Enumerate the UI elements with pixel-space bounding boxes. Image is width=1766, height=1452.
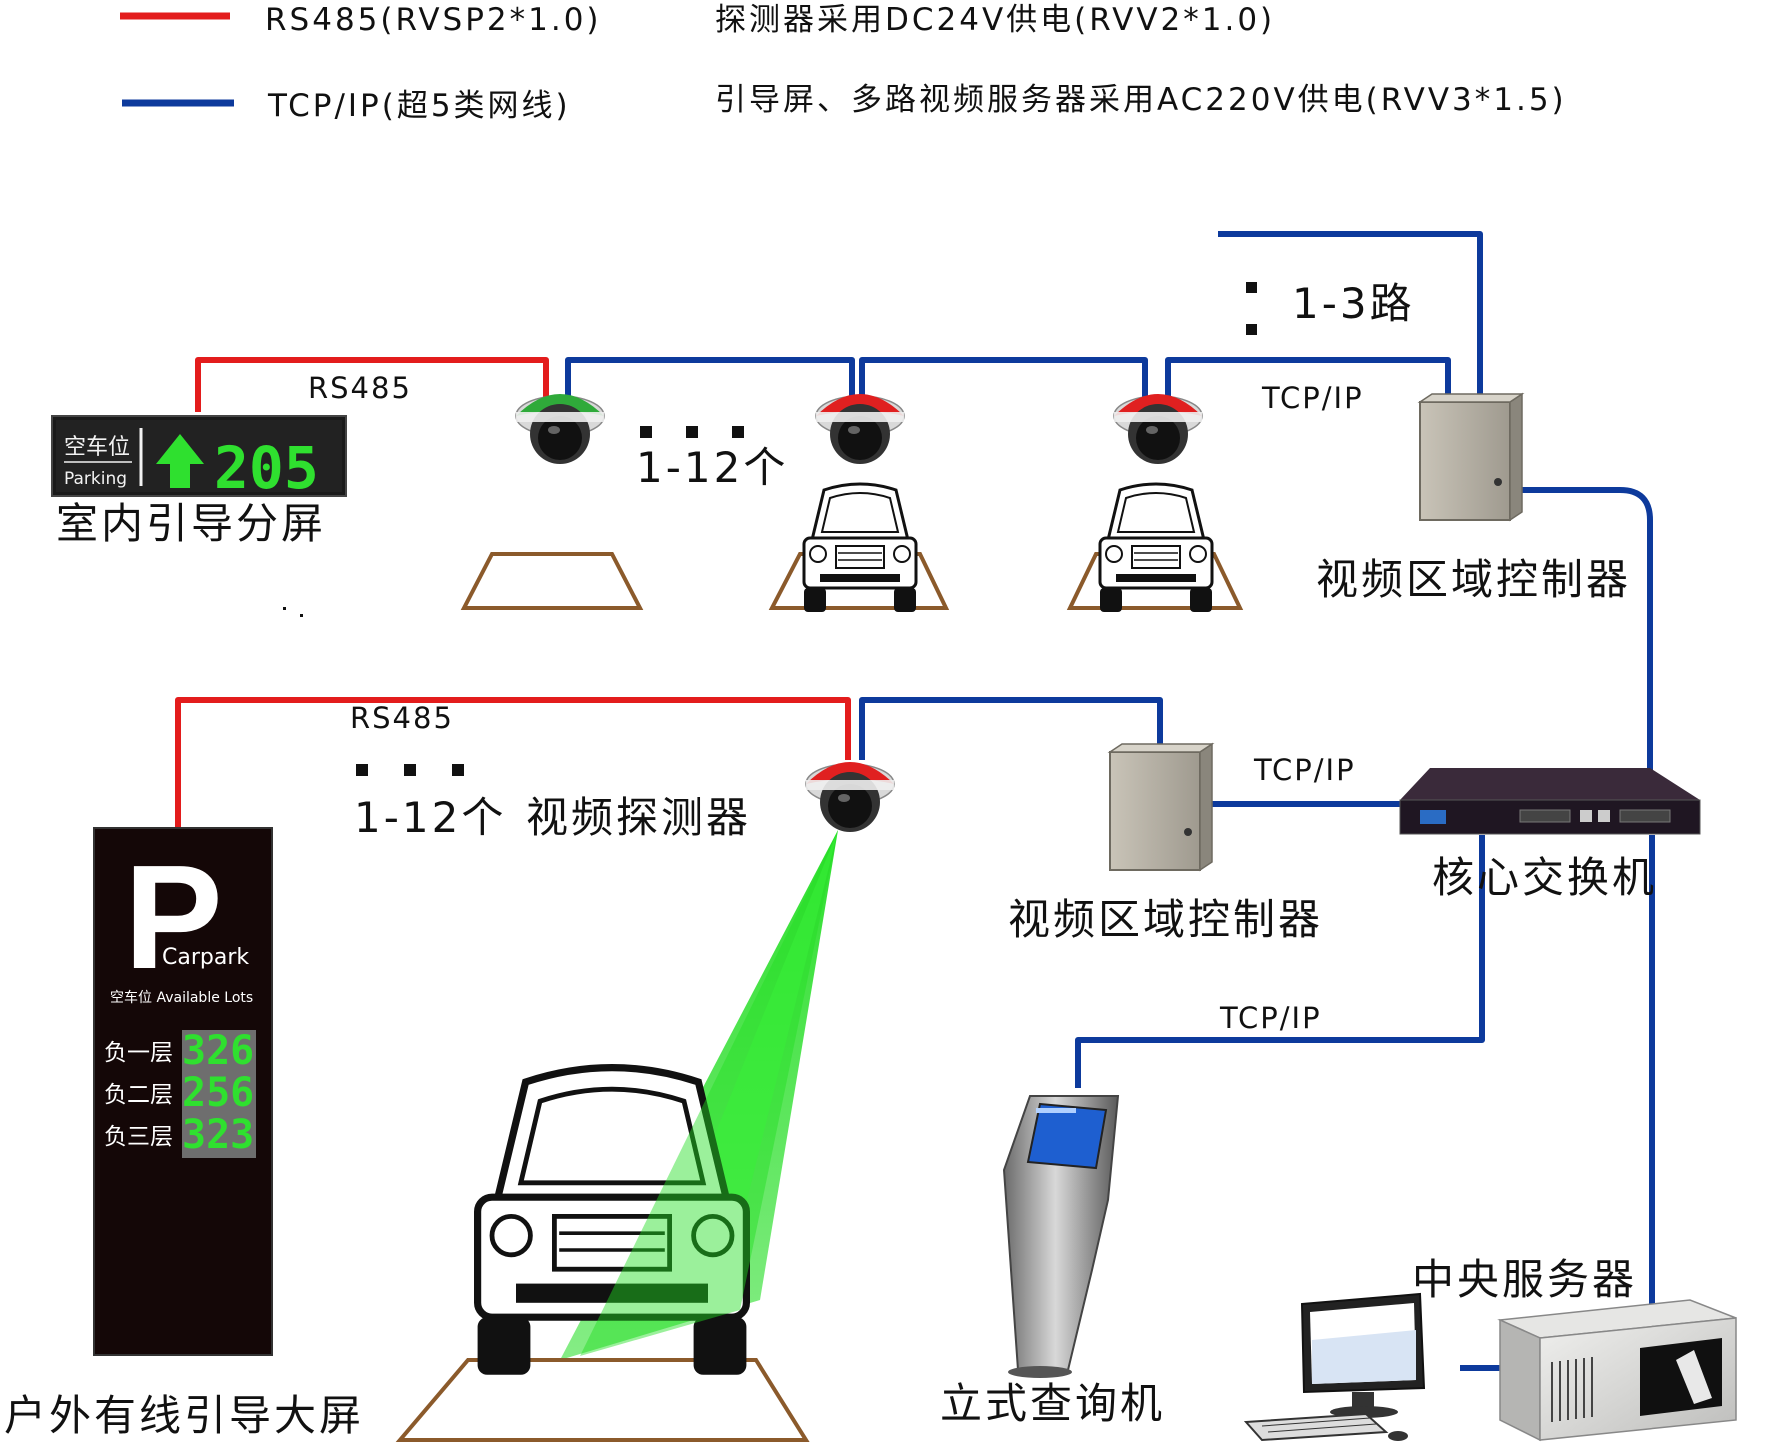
indoor-screen-label: 室内引导分屏 xyxy=(56,499,326,548)
central-server-label: 中央服务器 xyxy=(1412,1255,1637,1304)
ellipsis-top xyxy=(640,426,744,438)
legend-rs485-note: 探测器采用DC24V供电(RVV2*1.0) xyxy=(715,2,1275,38)
rs485-wire-bottom xyxy=(175,697,851,828)
indoor-guide-sign: 空车位 Parking 205 xyxy=(51,415,347,502)
detector-count-top: 1-12个 xyxy=(636,443,788,492)
outdoor-screen-label: 户外有线引导大屏 xyxy=(4,1391,364,1440)
ellipsis-routes xyxy=(1246,282,1257,335)
tcpip-wire-ctrl-top-switch xyxy=(1520,487,1653,775)
arrow-up-icon xyxy=(156,434,204,488)
tcpip-label-bottom: TCP/IP xyxy=(1219,1001,1322,1035)
video-area-controller-bottom xyxy=(1109,743,1213,871)
tcpip-wire-routes xyxy=(1218,231,1483,398)
car-icon-3 xyxy=(1098,482,1214,614)
indoor-sign-text-en: Parking xyxy=(64,469,127,489)
detection-beam-overlay xyxy=(580,830,838,1356)
controller-top-label: 视频区域控制器 xyxy=(1316,555,1631,604)
kiosk-label: 立式查询机 xyxy=(940,1379,1165,1428)
video-area-controller-top xyxy=(1419,393,1523,521)
video-detector-label: 视频探测器 xyxy=(526,793,751,842)
level-row-3: 负三层 323 xyxy=(104,1112,254,1158)
outdoor-sign-subtitle: 空车位 Available Lots xyxy=(110,989,253,1006)
indoor-sign-text-cn: 空车位 xyxy=(64,435,130,460)
parking-bay-large xyxy=(395,1358,810,1442)
rs485-label-top: RS485 xyxy=(308,371,412,405)
ellipsis-bottom xyxy=(356,764,464,776)
tcpip-wire-top-2 xyxy=(859,357,1148,398)
level-name-2: 负二层 xyxy=(104,1082,173,1108)
tcpip-label-top: TCP/IP xyxy=(1261,381,1364,415)
stray-dots xyxy=(283,607,303,617)
indoor-sign-count: 205 xyxy=(214,434,319,502)
tcpip-label-mid: TCP/IP xyxy=(1253,753,1356,787)
legend-tcpip-note: 引导屏、多路视频服务器采用AC220V供电(RVV3*1.5) xyxy=(715,82,1567,118)
video-detector-3 xyxy=(1113,393,1203,465)
video-detector-1 xyxy=(515,393,605,465)
outdoor-guide-sign: P Carpark 空车位 Available Lots 负一层 326 负二层… xyxy=(93,827,273,1356)
tcpip-wire-top-3 xyxy=(1165,357,1451,398)
level-name-1: 负一层 xyxy=(104,1040,173,1066)
rs485-label-bottom: RS485 xyxy=(350,701,454,735)
controller-bottom-label: 视频区域控制器 xyxy=(1008,895,1323,944)
workstation-pc xyxy=(1243,1292,1426,1442)
level-count-2: 256 xyxy=(182,1070,254,1116)
query-kiosk xyxy=(1002,1095,1120,1378)
car-icon-2 xyxy=(802,482,918,614)
video-detector-4 xyxy=(805,761,895,833)
level-count-3: 323 xyxy=(182,1112,254,1158)
level-row-1: 负一层 326 xyxy=(104,1028,254,1074)
outdoor-sign-letter: P xyxy=(124,835,223,1000)
tcpip-wire-bottom xyxy=(859,697,1163,760)
level-row-2: 负二层 256 xyxy=(104,1070,254,1116)
outdoor-sign-name: Carpark xyxy=(162,945,249,970)
legend-rs485-label: RS485(RVSP2*1.0) xyxy=(265,2,602,38)
central-server xyxy=(1497,1299,1737,1442)
tcpip-wire-top-1 xyxy=(565,357,855,398)
level-count-1: 326 xyxy=(182,1028,254,1074)
tcpip-wire-switch-kiosk xyxy=(1075,835,1485,1088)
legend-tcpip-label: TCP/IP(超5类网线) xyxy=(267,88,571,124)
routes-label: 1-3路 xyxy=(1292,279,1415,328)
core-switch xyxy=(1399,768,1701,835)
video-detector-2 xyxy=(815,393,905,465)
detector-count-bottom: 1-12个 xyxy=(354,793,506,842)
level-name-3: 负三层 xyxy=(104,1124,173,1150)
parking-bay-empty xyxy=(460,552,644,610)
rs485-wire-top xyxy=(195,357,549,412)
legend: RS485(RVSP2*1.0) 探测器采用DC24V供电(RVV2*1.0) … xyxy=(120,2,1567,124)
core-switch-label: 核心交换机 xyxy=(1432,853,1657,902)
